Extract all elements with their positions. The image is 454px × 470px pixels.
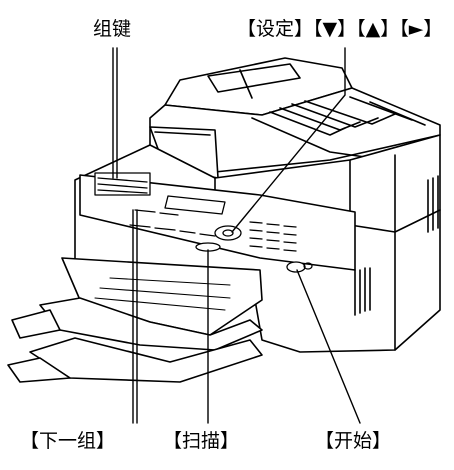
- label-group-keys: 组键: [93, 18, 132, 40]
- output-trays: [7, 257, 263, 383]
- fax-main-body: [74, 134, 441, 353]
- label-start-key: 【开始】: [315, 430, 392, 452]
- document-feeder: [149, 57, 441, 181]
- label-next-group-key: 【下一组】: [20, 430, 116, 452]
- label-set-arrow-keys: 【设定】【▼】【▲】【►】: [237, 18, 443, 40]
- label-scan-key: 【扫描】: [163, 430, 240, 452]
- control-panel: [94, 172, 313, 273]
- leader-lines: [112, 47, 361, 424]
